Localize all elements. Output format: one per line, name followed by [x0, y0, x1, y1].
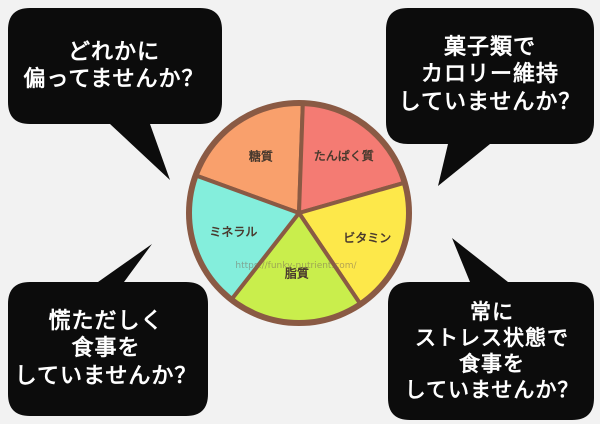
bubble-bottom-right-shape [388, 238, 594, 420]
segment-label-carbohydrate: 糖質 [249, 148, 273, 163]
bubble-top-left-line: 偏ってませんか？ [23, 67, 205, 92]
bubble-bottom-right-line: ストレス状態で [415, 325, 569, 350]
segment-label-vitamin: ビタミン [343, 230, 391, 245]
bubble-top-left-shape [8, 8, 222, 180]
watermark-text: https://funky-nutrient.com/ [235, 261, 357, 271]
bubble-bottom-left-line: 食事を [71, 336, 141, 362]
bubble-top-right-line: カロリー維持 [420, 62, 559, 88]
bubble-bottom-left-shape [8, 244, 208, 416]
bubble-bottom-right [388, 238, 594, 420]
bubble-bottom-right-line: 食事を [459, 352, 525, 376]
bubble-top-right-line: 菓子類で [443, 34, 536, 60]
segment-label-fat: 脂質 [284, 265, 309, 280]
bubble-bottom-left [8, 244, 208, 416]
bubble-top-right-shape [386, 8, 594, 186]
bubble-top-left-line: どれかに [67, 39, 160, 65]
pie-outline [186, 100, 412, 326]
segment-label-protein: たんぱく質 [314, 148, 374, 163]
bubble-top-left [8, 8, 222, 180]
bubble-bottom-left-line: していませんか？ [14, 363, 198, 389]
segment-label-mineral: ミネラル [209, 225, 257, 239]
bubble-top-right [386, 8, 594, 186]
bubble-bottom-left-line: 慌ただしく [48, 308, 164, 334]
bubble-bottom-right-text: 常に ストレス状態で 食事を していませんか？ [390, 284, 594, 418]
bubble-bottom-left-text: 慌ただしく 食事を していませんか？ [8, 284, 204, 414]
bubble-top-right-line: していませんか？ [398, 89, 582, 115]
bubble-bottom-right-line: 常に [470, 299, 514, 324]
bubble-top-right-text: 菓子類で カロリー維持 していませんか？ [388, 10, 592, 140]
bubble-bottom-right-line: していませんか？ [404, 378, 580, 403]
bubble-top-left-text: どれかに 偏ってませんか？ [8, 10, 220, 122]
